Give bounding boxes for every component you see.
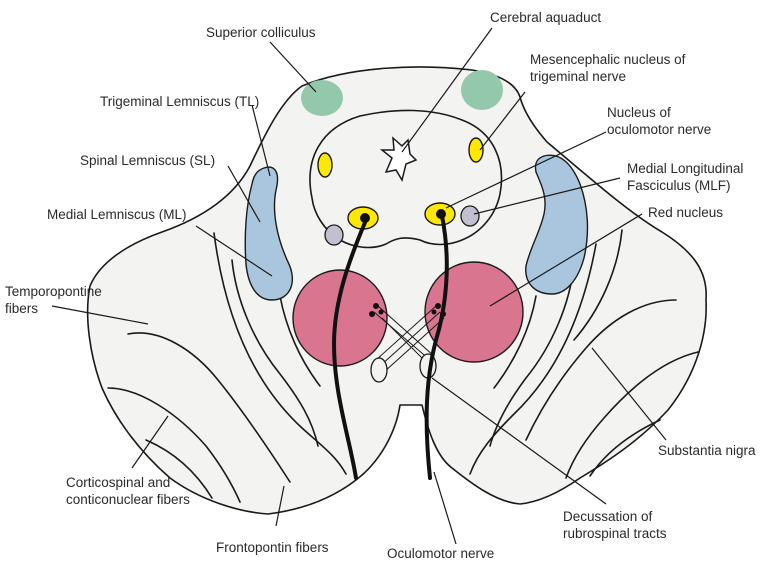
label-trigeminal-lemniscus: Trigeminal Lemniscus (TL): [100, 93, 259, 110]
label-temporopontine-line-1: Temporopontine: [5, 283, 102, 300]
label-frontopontin: Frontopontin fibers: [216, 539, 329, 556]
rubrospinal-dot-left-2: [369, 311, 375, 317]
rubrospinal-dot-right-1: [435, 303, 441, 309]
label-substantia-nigra: Substantia nigra: [658, 442, 756, 459]
label-mlf-line-2: Fasciculus (MLF): [627, 177, 743, 194]
label-nucleus-oculomotor-line-2: oculomotor nerve: [607, 121, 711, 138]
label-mesencephalic-nucleus: Mesencephalic nucleus of trigeminal nerv…: [530, 51, 685, 85]
rubrospinal-dot-right-3: [432, 310, 437, 315]
red-nucleus-left: [293, 270, 387, 366]
rubrospinal-dot-left-3: [379, 310, 384, 315]
mesencephalic-nucleus-left: [318, 153, 332, 177]
label-mesencephalic-nucleus-line-2: trigeminal nerve: [530, 68, 685, 85]
label-temporopontine: Temporopontine fibers: [5, 283, 102, 317]
label-corticospinal-line-1: Corticospinal and: [66, 474, 190, 491]
label-decussation-line-2: rubrospinal tracts: [563, 525, 667, 542]
label-corticospinal: Corticospinal and conticonuclear fibers: [66, 474, 190, 508]
label-decussation-line-1: Decussation of: [563, 508, 667, 525]
label-red-nucleus: Red nucleus: [648, 204, 723, 221]
label-oculomotor-nerve: Oculomotor nerve: [387, 545, 494, 562]
label-cerebral-aquaduct: Cerebral aquaduct: [490, 9, 601, 26]
superior-colliculus-right: [461, 70, 503, 110]
label-nucleus-oculomotor-line-1: Nucleus of: [607, 104, 711, 121]
label-mesencephalic-nucleus-line-1: Mesencephalic nucleus of: [530, 51, 685, 68]
label-decussation: Decussation of rubrospinal tracts: [563, 508, 667, 542]
leader-superior-colliculus: [270, 42, 316, 92]
label-spinal-lemniscus: Spinal Lemniscus (SL): [80, 152, 215, 169]
label-mlf-line-1: Medial Longitudinal: [627, 160, 743, 177]
label-temporopontine-line-2: fibers: [5, 300, 102, 317]
label-medial-lemniscus: Medial Lemniscus (ML): [47, 206, 187, 223]
label-superior-colliculus: Superior colliculus: [206, 24, 316, 41]
label-corticospinal-line-2: conticonuclear fibers: [66, 491, 190, 508]
mlf-right: [461, 206, 479, 226]
mesencephalic-nucleus-right: [469, 138, 483, 162]
rubrospinal-dot-left-1: [373, 303, 379, 309]
leader-oculomotor-nerve: [434, 472, 456, 544]
label-nucleus-oculomotor: Nucleus of oculomotor nerve: [607, 104, 711, 138]
label-mlf: Medial Longitudinal Fasciculus (MLF): [627, 160, 743, 194]
superior-colliculus-left: [301, 80, 343, 116]
decussation-bundle-left: [371, 358, 387, 382]
mlf-left: [325, 225, 343, 245]
